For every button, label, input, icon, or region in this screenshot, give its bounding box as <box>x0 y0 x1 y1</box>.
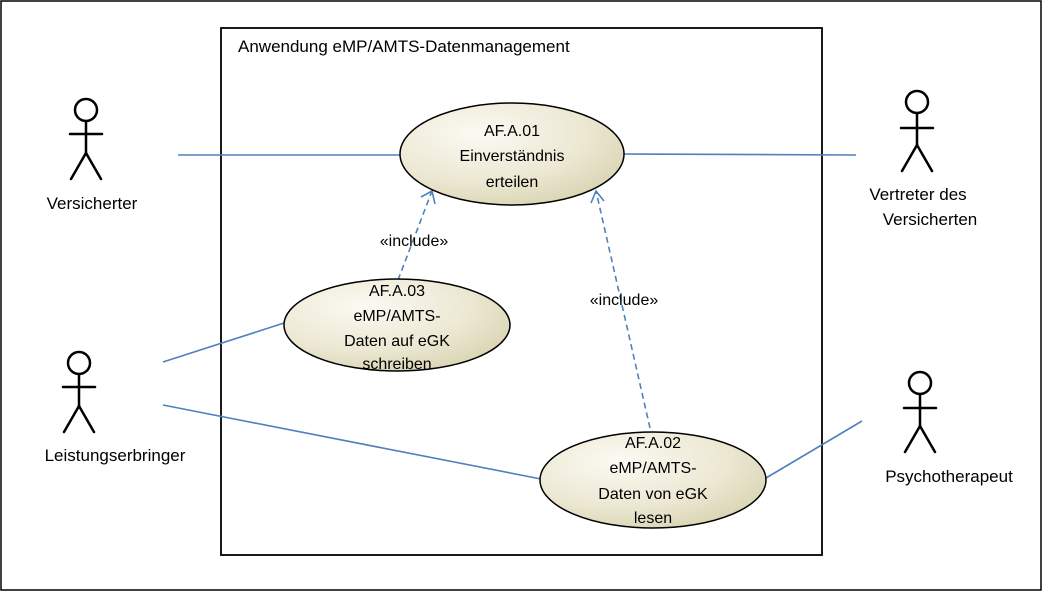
actor-psychotherapeut[interactable] <box>902 370 938 454</box>
use-case-af-a-02[interactable]: AF.A.02 eMP/AMTS- Daten von eGK lesen <box>539 431 767 529</box>
actor-head-icon <box>904 89 930 115</box>
actor-leg-icon <box>84 151 103 181</box>
actor-leg-icon <box>915 143 934 173</box>
associations <box>162 153 863 480</box>
actor-label-vertreter-line-2: Versicherten <box>883 210 978 229</box>
association-psychotherapeut-af-a-02 <box>765 420 863 479</box>
system-boundary <box>220 27 823 556</box>
use-case-af-a-03[interactable]: AF.A.03 eMP/AMTS- Daten auf eGK schreibe… <box>283 278 511 373</box>
actor-label-vertreter-line-1: Vertreter des <box>869 185 966 204</box>
actor-head-icon <box>66 350 92 376</box>
include-line-af-a-02 <box>595 190 651 429</box>
actor-label-leistungserbringer: Leistungserbringer <box>45 446 186 465</box>
use-case-line: Daten von eGK <box>598 486 708 503</box>
actor-leg-icon <box>903 424 922 454</box>
use-case-line: Einverständnis <box>460 148 565 165</box>
use-case-ellipse <box>539 431 767 529</box>
use-case-line: eMP/AMTS- <box>353 308 440 325</box>
actor-leg-icon <box>918 424 937 454</box>
use-case-line: AF.A.03 <box>369 283 425 300</box>
use-case-af-a-01[interactable]: AF.A.01 Einverständnis erteilen <box>399 102 625 206</box>
use-case-line: eMP/AMTS- <box>609 460 696 477</box>
actor-label-psychotherapeut: Psychotherapeut <box>885 467 1013 486</box>
actor-versicherter[interactable] <box>68 97 104 181</box>
include-arrowhead-1 <box>420 189 436 205</box>
include-dependencies <box>397 189 651 429</box>
actor-vertreter[interactable] <box>899 89 935 173</box>
use-case-line: schreiben <box>362 356 431 373</box>
include-line-af-a-03 <box>397 190 433 281</box>
actor-head-icon <box>907 370 933 396</box>
include-arrowhead-2 <box>590 189 605 204</box>
actor-leg-icon <box>900 143 919 173</box>
use-case-ellipse <box>283 278 511 372</box>
use-case-line: Daten auf eGK <box>344 333 450 350</box>
use-case-line: AF.A.01 <box>484 123 540 140</box>
association-vertreter-af-a-01 <box>623 153 857 156</box>
include-label-2: «include» <box>590 292 659 309</box>
actor-leistungserbringer[interactable] <box>61 350 97 434</box>
use-case-line: erteilen <box>486 174 538 191</box>
actor-leg-icon <box>62 404 81 434</box>
use-case-ellipse <box>399 102 625 206</box>
use-case-line: AF.A.02 <box>625 435 681 452</box>
actor-label-versicherter: Versicherter <box>47 194 138 213</box>
actor-leg-icon <box>77 404 96 434</box>
association-leistungserbringer-af-a-03 <box>162 322 285 363</box>
actor-head-icon <box>73 97 99 123</box>
system-title: Anwendung eMP/AMTS-Datenmanagement <box>238 37 570 56</box>
association-leistungserbringer-af-a-02 <box>162 404 542 480</box>
include-label-1: «include» <box>380 233 449 250</box>
use-case-line: lesen <box>634 510 672 527</box>
actor-leg-icon <box>69 151 88 181</box>
